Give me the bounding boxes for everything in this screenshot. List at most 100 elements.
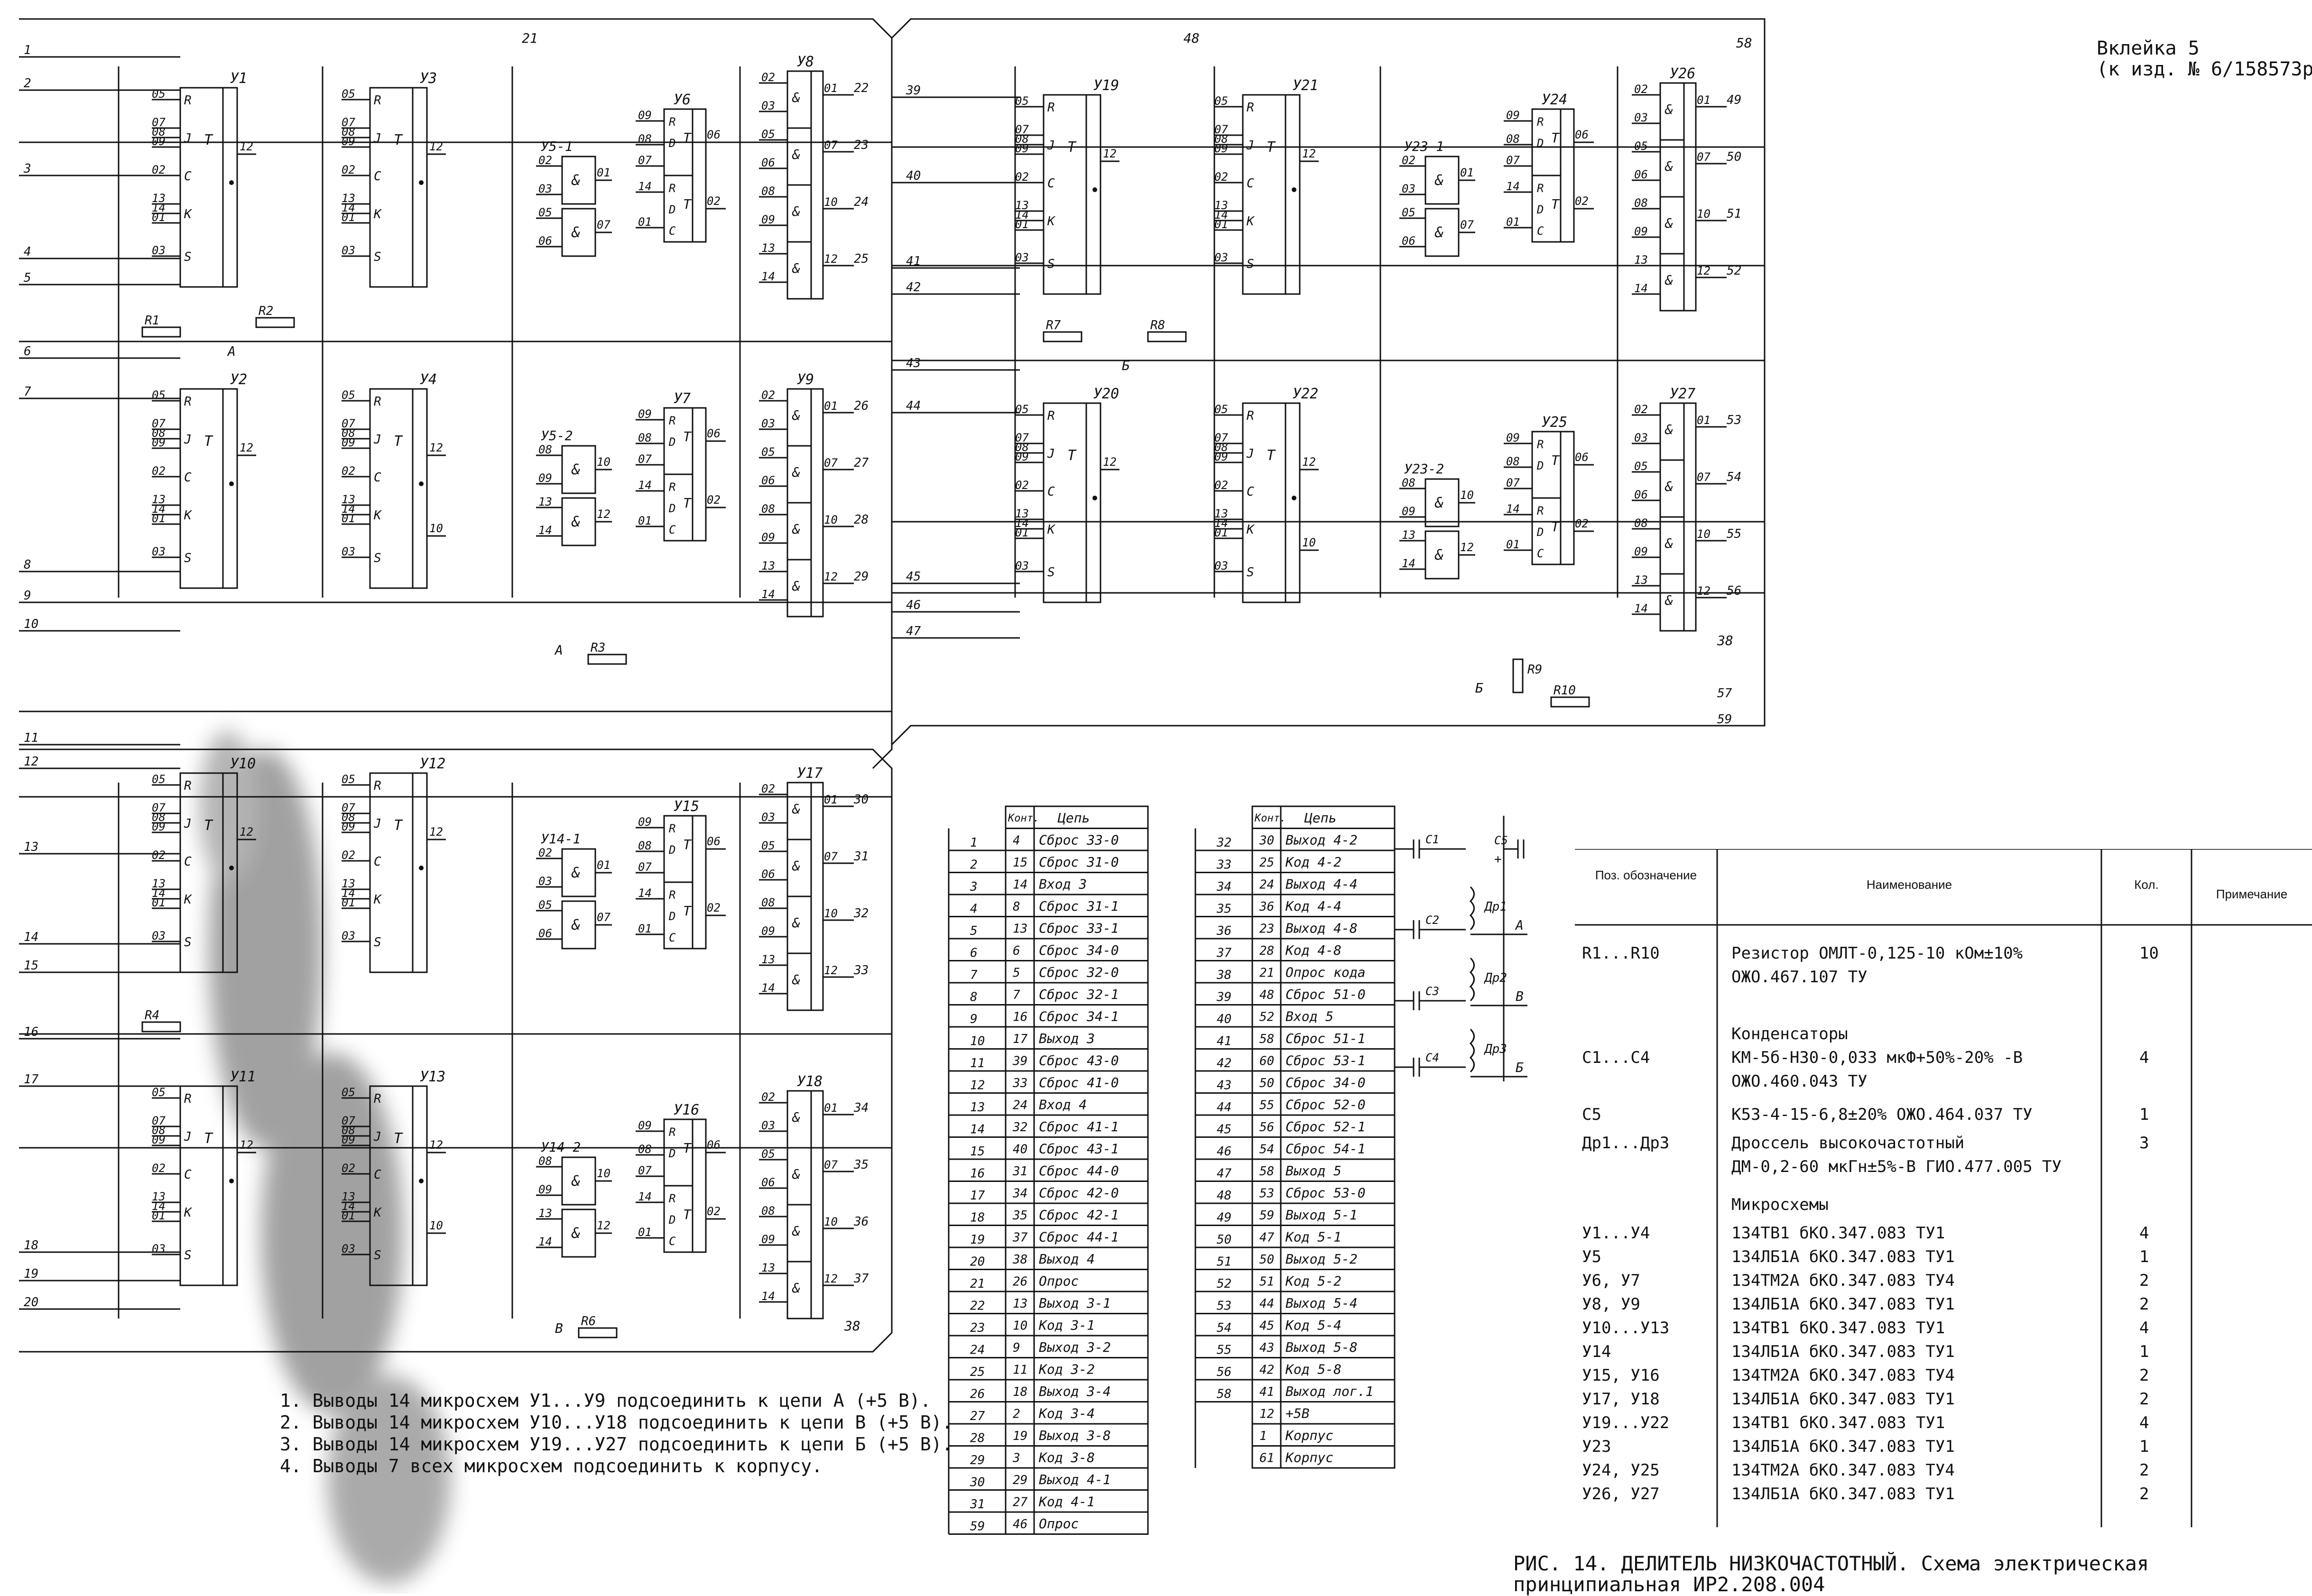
trigger-pin-letter: R <box>669 480 675 494</box>
spec-row-qty: 2 <box>2139 1390 2149 1409</box>
output-pin-number: 06 <box>1575 451 1589 464</box>
connector-contact-number: 35 <box>1216 902 1231 916</box>
connector-contact-number: 47 <box>1217 1167 1232 1181</box>
trigger-name: У11 <box>230 1069 256 1085</box>
resistor-body <box>141 1021 181 1033</box>
connector-circuit: Код 3-8 <box>1038 1450 1095 1466</box>
connector-contact-number: 15 <box>970 1144 985 1159</box>
pin-number: 09 <box>1506 109 1520 122</box>
spec-table-grid <box>1575 849 2312 1527</box>
pin-number: 09 <box>342 135 355 148</box>
spec-row-qty: 2 <box>2139 1271 2149 1290</box>
connector-contact-number: 49 <box>1217 1211 1231 1225</box>
bus-label: 46 <box>906 598 921 612</box>
sheet-ref-line1: Вклейка 5 <box>2097 37 2200 59</box>
trigger-pin-letter: R <box>1047 101 1055 115</box>
trigger-output-column <box>1085 94 1101 295</box>
pin-number: 07 <box>152 116 166 129</box>
output-pin-number: 07 <box>824 850 838 863</box>
choke-coil <box>1469 957 1475 1002</box>
connector-contact-number: 22 <box>970 1299 985 1313</box>
trigger-pin-letter: S <box>1247 257 1254 271</box>
wiring <box>19 18 1766 1353</box>
pin-number: 08 <box>1506 132 1520 146</box>
trigger-pin-letter: J <box>184 817 192 831</box>
spec-row-pos: У17, У18 <box>1582 1390 1660 1409</box>
connector-contact-number: 29 <box>970 1453 985 1467</box>
pin-number: 14 <box>342 1199 355 1213</box>
connector-contact-number: 7 <box>970 968 978 982</box>
spec-row-pos: У23 <box>1582 1437 1611 1456</box>
pin-number: 09 <box>761 213 775 226</box>
resistor-body <box>141 326 181 338</box>
connector-pin: 28 <box>1259 944 1274 958</box>
pin-number: 13 <box>1634 573 1648 587</box>
connector-contact-number: 12 <box>970 1079 985 1093</box>
pin-number: 14 <box>1214 517 1228 530</box>
connector-pin: 8 <box>1013 900 1020 914</box>
output-pin-number: 10 <box>1302 536 1316 549</box>
gate-symbol: & <box>792 90 800 105</box>
bus-label: 7 <box>24 385 31 399</box>
pin-number: 08 <box>1015 441 1029 454</box>
output-pin-number: 06 <box>707 427 721 440</box>
connector-contact-number: 42 <box>1217 1056 1231 1070</box>
pin-number: 13 <box>152 192 166 205</box>
gate-name: У5-1 <box>541 138 573 154</box>
connector-contact-number: 11 <box>970 1056 985 1070</box>
pin-number: 05 <box>342 388 355 402</box>
pin-number: 05 <box>342 773 355 786</box>
trigger-type-label: T <box>204 817 213 834</box>
connector-pin: 39 <box>1012 1054 1027 1069</box>
trigger-output-column <box>222 772 238 973</box>
trigger-pin-letter: R <box>669 888 675 902</box>
spec-row-name: ОЖО.467.107 ТУ <box>1731 968 1868 987</box>
trigger-pin-letter: K <box>1047 523 1056 537</box>
connector-contact-number: 44 <box>1217 1100 1231 1115</box>
output-pin-number: 12 <box>824 570 838 583</box>
resistor-r3: R3 <box>587 641 627 665</box>
bus-label: 21 <box>522 30 538 46</box>
pin-number: 05 <box>761 128 775 141</box>
resistor-r4: R4 <box>141 1008 181 1033</box>
spec-row-pos: У5 <box>1582 1247 1601 1266</box>
output-pin-number: 01 <box>597 858 610 872</box>
gate-symbol: & <box>571 1173 580 1190</box>
spec-header-qty: Кол. <box>2134 877 2159 892</box>
trigger-pin-letter: R <box>1537 504 1544 517</box>
trigger-pin-letter: S <box>184 1248 192 1263</box>
pin-number: 13 <box>152 1190 166 1203</box>
pin-number: 02 <box>342 849 355 862</box>
wire <box>19 18 893 769</box>
pin-number: 06 <box>538 234 552 248</box>
pin-number: 08 <box>342 125 355 138</box>
gate-symbol: & <box>792 203 800 219</box>
connector-contact-number: 31 <box>970 1497 985 1512</box>
connector-pin: 31 <box>1012 1164 1027 1179</box>
trigger-pin-letter: K <box>184 207 193 221</box>
pin-number: 13 <box>1402 528 1415 542</box>
bus-number: 24 <box>854 195 869 209</box>
trigger-name: У25 <box>1542 414 1567 431</box>
connector-pin: 2 <box>1013 1407 1020 1421</box>
resistor-label: R3 <box>591 641 605 655</box>
connector-circuit: Сброс 52-1 <box>1285 1119 1366 1135</box>
connector-circuit: Сброс 42-0 <box>1039 1185 1119 1201</box>
output-pin-number: 10 <box>824 195 838 209</box>
spec-row-name: Резистор ОМЛТ-0,125-10 кОм±10% <box>1731 944 2023 963</box>
trigger-output-column <box>692 1118 707 1253</box>
trigger-pin-letter: R <box>184 779 192 793</box>
connector-circuit: Код 3-1 <box>1038 1318 1095 1333</box>
trigger-pin-letter: R <box>669 115 675 129</box>
trigger-type-label: T <box>683 429 692 444</box>
resistor-body <box>1043 331 1082 342</box>
gate-name: У18 <box>797 1073 823 1090</box>
connector-contact-number: 19 <box>970 1233 985 1247</box>
pin-number: 13 <box>152 493 166 506</box>
pin-number: 06 <box>1634 168 1648 181</box>
connector-circuit: Выход 5-4 <box>1285 1295 1358 1311</box>
